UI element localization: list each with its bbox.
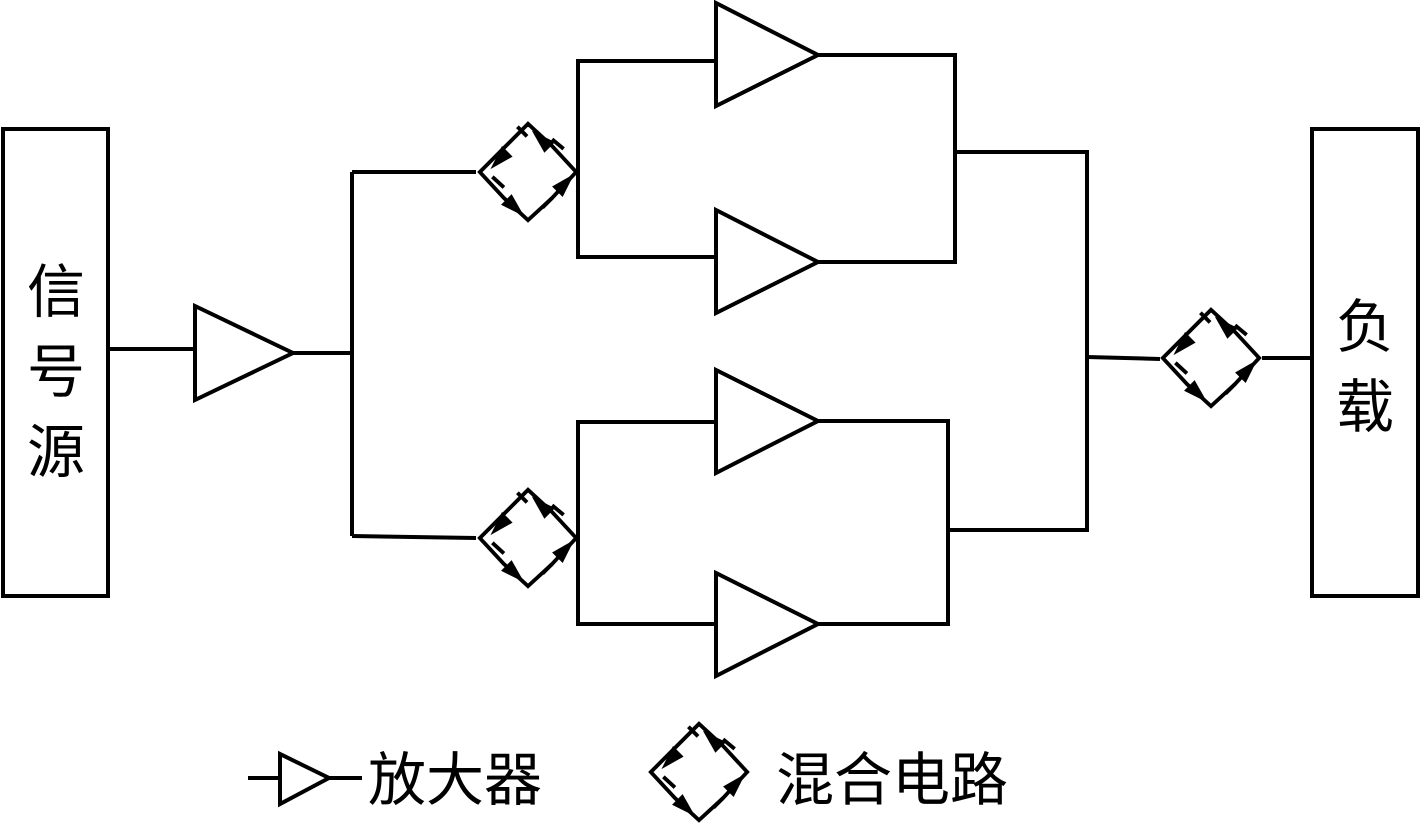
load-label-char-2: 载 <box>1336 373 1394 441</box>
legend-hybrid-icon <box>648 721 750 823</box>
wire-lower-split <box>576 420 716 538</box>
amplifier-upper-b-icon <box>714 206 823 317</box>
wire-final-combine <box>948 150 1089 532</box>
hybrid-upper-icon <box>477 121 579 223</box>
amplifier-lower-a-icon <box>714 366 823 477</box>
source-label-char-2: 号 <box>27 338 85 406</box>
load-block <box>1310 127 1420 598</box>
wire-to-lower-hybrid <box>351 534 477 540</box>
amplifier-upper-a-icon <box>714 0 823 110</box>
hybrid-output-icon <box>1160 307 1262 409</box>
wire-upper-combine <box>818 53 957 264</box>
amplifier-lower-b-icon <box>714 569 823 680</box>
wire-upper-split-b <box>576 172 716 259</box>
load-label-char-1: 负 <box>1336 293 1394 361</box>
legend-hybrid-label: 混合电路 <box>776 746 1008 814</box>
wire-lower-split-b <box>576 538 716 626</box>
amplifier-input-icon <box>193 302 298 404</box>
legend-amplifier-label: 放大器 <box>368 746 542 814</box>
source-label-char-1: 信 <box>27 258 85 326</box>
wire-lower-combine <box>818 419 950 626</box>
wire-to-final-hybrid <box>1086 355 1161 361</box>
legend-amplifier-icon <box>278 750 334 808</box>
hybrid-lower-icon <box>477 487 579 589</box>
wire-upper-split <box>576 59 716 172</box>
signal-source-block <box>1 127 110 598</box>
source-label-char-3: 源 <box>27 418 85 486</box>
